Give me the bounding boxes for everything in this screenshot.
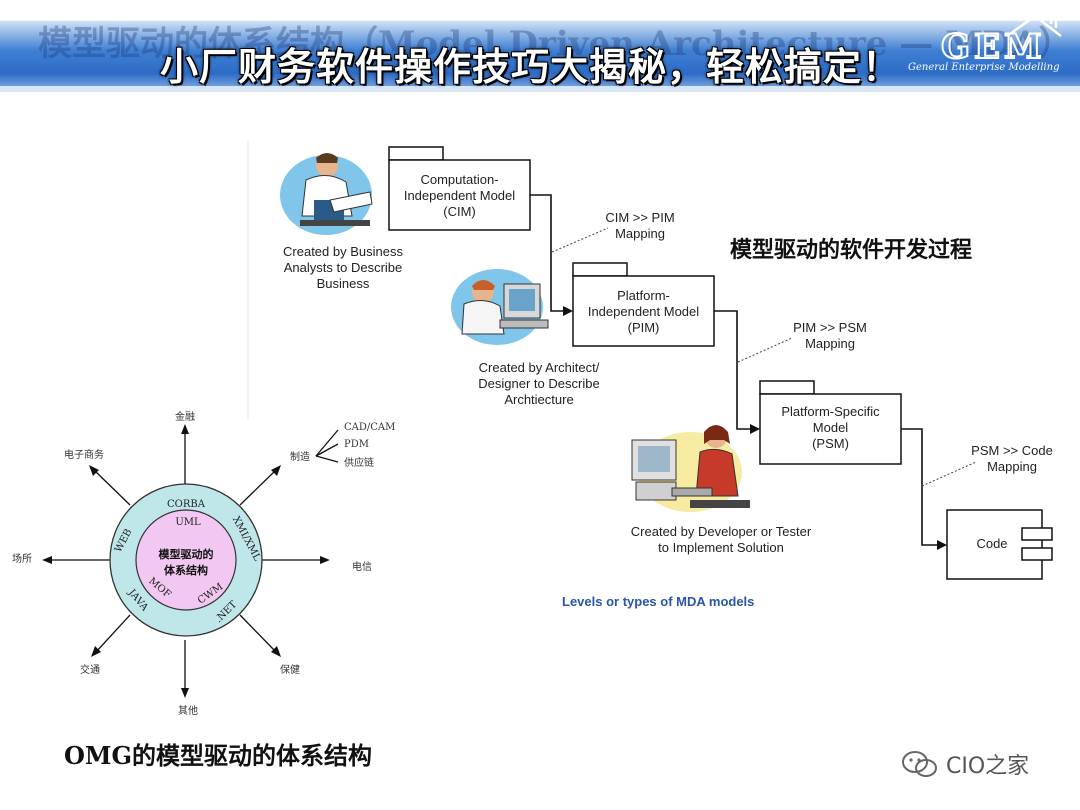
domain-telecom: 电信	[352, 560, 372, 573]
mda-process-heading: 模型驱动的软件开发过程	[730, 237, 973, 263]
ring-label-uml: UML	[175, 517, 201, 528]
psm-label: Platform-Specific Model (PSM)	[760, 404, 901, 452]
cim-label: Computation- Independent Model (CIM)	[389, 172, 530, 220]
cim-label-line2: Independent Model	[403, 188, 516, 203]
developer-illustration	[631, 425, 750, 512]
domain-arrows	[50, 429, 339, 690]
flow-arrows	[530, 194, 939, 546]
house-icon	[1006, 12, 1062, 38]
cim-label-line1: Computation-	[420, 172, 499, 187]
business-analyst-line1: Created by Business	[283, 244, 403, 259]
logo-text: General Enterprise Modelling	[908, 62, 1060, 73]
architect-line2: Designer to Describe	[478, 376, 600, 391]
developer-label: Created by Developer or Tester to Implem…	[610, 524, 832, 556]
cim-pim-mapping-line2: Mapping	[615, 226, 665, 241]
domain-transport: 交通	[80, 663, 100, 676]
psm-package	[759, 380, 902, 465]
pim-psm-mapping-label: PIM >> PSM Mapping	[780, 320, 880, 352]
watermark: CIO之家	[900, 748, 1029, 780]
pim-label-line1: Platform-	[617, 288, 670, 303]
overlay-title: 小厂财务软件操作技巧大揭秘，轻松搞定！	[160, 45, 902, 89]
background-title: 模型驱动的体系结构（Model Driven Architecture — MD…	[38, 24, 1073, 64]
psm-label-line3: (PSM)	[812, 436, 849, 451]
pim-package	[572, 262, 715, 347]
architect-line3: Archtiecture	[504, 392, 574, 407]
omg-caption: OMG的模型驱动的体系结构	[64, 741, 372, 770]
business-analyst-line2: Analysts to Describe	[283, 260, 403, 275]
cim-pim-mapping-line1: CIM >> PIM	[605, 210, 675, 225]
cim-pim-mapping-label: CIM >> PIM Mapping	[590, 210, 690, 242]
core-circle	[135, 509, 237, 611]
domain-market: 场所	[12, 552, 32, 565]
levels-caption: Levels or types of MDA models	[562, 594, 755, 609]
arrow-heads	[563, 306, 947, 550]
pim-psm-mapping-line2: Mapping	[805, 336, 855, 351]
architect-line1: Created by Architect/	[478, 360, 600, 375]
domain-other: 其他	[178, 704, 198, 717]
ring-label-corba: CORBA	[167, 499, 206, 510]
psm-code-mapping-line1: PSM >> Code	[971, 443, 1053, 458]
pim-label-line3: (PIM)	[627, 320, 660, 335]
pim-label: Platform- Independent Model (PIM)	[573, 288, 714, 336]
business-analyst-line3: Business	[316, 276, 370, 291]
psm-code-mapping-line2: Mapping	[987, 459, 1037, 474]
pim-psm-mapping-line1: PIM >> PSM	[793, 320, 867, 335]
core-line2: 体系结构	[164, 563, 208, 577]
gem-logo: GEM	[940, 12, 1062, 68]
core-line1: 模型驱动的	[159, 547, 214, 561]
manufacturing-branch-cadcam: CAD/CAM	[344, 422, 395, 433]
omg-mda-diagram: 模型驱动的 体系结构 CORBA UML XMI/XML WEB MOF CWM…	[12, 410, 395, 717]
domain-healthcare: 保健	[280, 663, 300, 676]
code-component	[946, 509, 1053, 580]
domain-ecommerce: 电子商务	[64, 448, 104, 461]
manufacturing-branch-supply-chain: 供应链	[344, 456, 374, 469]
developer-line1: Created by Developer or Tester	[630, 524, 812, 539]
header-stripe	[0, 86, 1080, 92]
cim-label-line3: (CIM)	[443, 204, 476, 219]
psm-label-line1: Platform-Specific	[781, 404, 880, 419]
manufacturing-branch-pdm: PDM	[344, 439, 369, 450]
domain-arrow-heads	[42, 424, 330, 698]
code-label: Code	[976, 536, 1008, 551]
business-analyst-label: Created by Business Analysts to Describe…	[268, 244, 418, 292]
pim-label-line2: Independent Model	[587, 304, 700, 319]
domain-finance: 金融	[175, 410, 195, 423]
domain-manufacturing: 制造	[290, 450, 310, 463]
header-band	[0, 0, 1080, 92]
architect-label: Created by Architect/ Designer to Descri…	[460, 360, 618, 408]
psm-code-mapping-label: PSM >> Code Mapping	[960, 443, 1064, 475]
psm-label-line2: Model	[812, 420, 849, 435]
wechat-icon	[902, 751, 937, 777]
business-analyst-illustration	[280, 153, 373, 235]
architect-illustration	[451, 269, 549, 345]
developer-line2: to Implement Solution	[658, 540, 784, 555]
mapping-leaders	[551, 227, 977, 487]
watermark-text: CIO之家	[946, 754, 1030, 779]
cim-package	[388, 146, 531, 231]
logo-letters: GEM	[941, 27, 1046, 67]
